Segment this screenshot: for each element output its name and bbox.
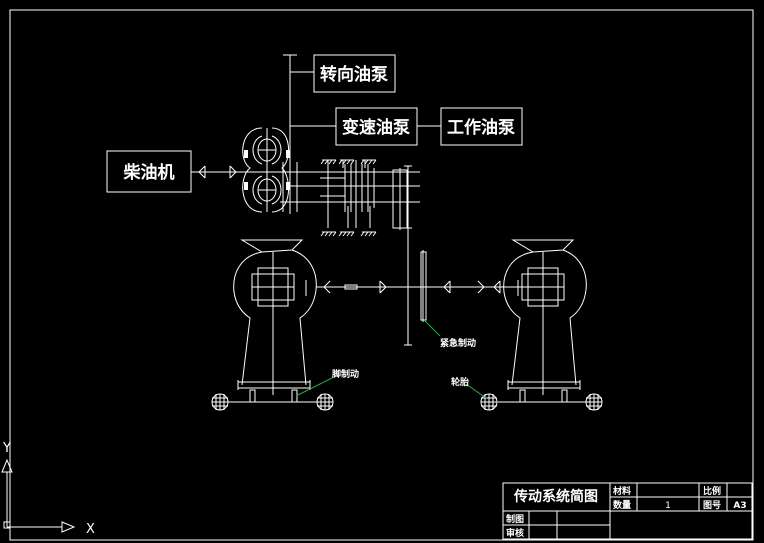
gearbox — [280, 160, 420, 346]
drawn-by-label: 制图 — [506, 513, 524, 525]
working-pump-label: 工作油泵 — [447, 117, 515, 138]
tire-annotation: 轮胎 — [451, 376, 487, 399]
wheel-front-left — [211, 393, 229, 411]
checked-by-label: 审核 — [506, 527, 524, 539]
diesel-engine-box: 柴油机 — [106, 150, 192, 193]
ucs-icon: X Y — [1, 441, 95, 537]
working-pump-box: 工作油泵 — [440, 107, 523, 146]
transmission-pump-label: 变速油泵 — [342, 117, 410, 138]
wheel-rear-right — [585, 393, 603, 411]
wheel-front-right — [316, 393, 334, 411]
right-axle-assembly — [498, 239, 590, 403]
engine-output-shaft — [191, 165, 290, 179]
material-label: 材料 — [612, 485, 631, 497]
tire-label: 轮胎 — [451, 376, 469, 388]
drawing-no-value: A3 — [733, 501, 746, 511]
transmission-pump-box: 变速油泵 — [335, 107, 418, 146]
wheel-rear-left — [480, 393, 498, 411]
emergency-brake-disc — [420, 250, 427, 322]
quantity-label: 数量 — [613, 499, 631, 511]
steering-pump-label: 转向油泵 — [320, 64, 388, 85]
steering-pump-box: 转向油泵 — [313, 54, 396, 93]
ucs-x-label: X — [86, 522, 95, 537]
diesel-engine-label: 柴油机 — [123, 162, 175, 183]
ground-symbols — [320, 159, 377, 237]
drawing-title: 传动系统简图 — [513, 488, 598, 505]
propeller-shaft — [316, 280, 522, 294]
left-axle-assembly — [228, 239, 320, 403]
foot-brake-annotation: 脚制动 — [295, 368, 359, 397]
emergency-brake-annotation: 紧急制动 — [423, 319, 476, 349]
ucs-y-label: Y — [2, 441, 11, 456]
emergency-brake-label: 紧急制动 — [440, 337, 476, 349]
drawing-border — [9, 9, 754, 541]
foot-brake-label: 脚制动 — [332, 368, 359, 380]
drawing-no-label: 图号 — [703, 500, 721, 511]
ratio-label: 比例 — [703, 485, 721, 497]
quantity-value: 1 — [665, 501, 671, 511]
title-block: 传动系统简图 材料 比例 数量 1 图号 A3 制图 审核 — [502, 482, 753, 540]
torque-converter — [242, 127, 290, 213]
